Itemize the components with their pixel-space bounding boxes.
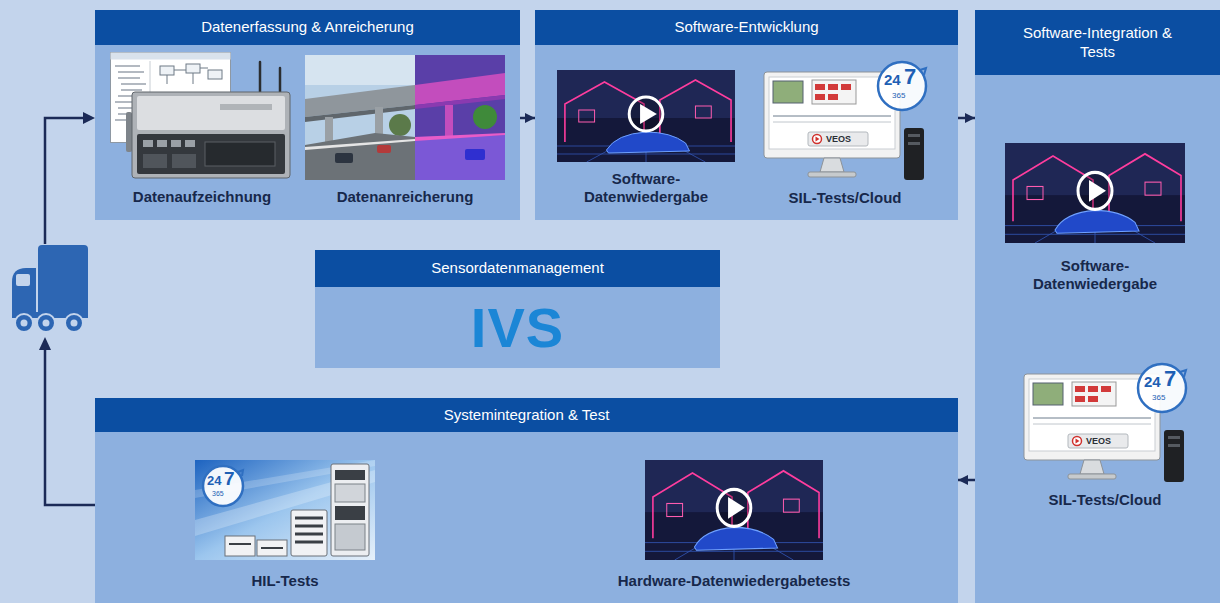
tile-caption: SIL-Tests/Cloud — [1015, 491, 1195, 509]
panel-header: Sensordatenmanagement — [315, 250, 720, 287]
data-enrichment-illustration — [305, 55, 505, 180]
image-tile: HIL-Tests 247365 — [190, 456, 380, 592]
image-tile: Datenanreicherung — [300, 52, 510, 208]
product-label: VEOS — [1086, 437, 1111, 446]
panel-box: Systemintegration & Test HIL-Tests 247365… — [95, 398, 958, 603]
logo-text: IVS — [315, 287, 720, 368]
badge-text: 24 — [884, 72, 901, 87]
tile-caption: Software- Datenwiedergabe — [566, 170, 726, 206]
start-arrowhead — [83, 112, 95, 124]
label-anchor: 365 — [1152, 394, 1165, 402]
panel-box: Datenerfassung & Anreicherung Datenaufze… — [95, 10, 520, 220]
tile-caption: Datenaufzeichnung — [107, 188, 297, 206]
label-anchor: VEOS — [826, 135, 851, 144]
return-line — [45, 348, 95, 505]
tile-caption: Datenanreicherung — [300, 188, 510, 206]
panel-box: Software-Integration & Tests Software- D… — [975, 10, 1220, 603]
start-line — [45, 118, 85, 244]
flow-arrow — [958, 479, 975, 482]
badge-text: 24 — [1144, 374, 1161, 389]
label-anchor: VEOS — [1086, 437, 1111, 446]
image-tile: SIL-Tests/Cloud 247 365VEOS — [1015, 358, 1195, 511]
label-anchor: 365 — [212, 490, 224, 497]
image-tile: SIL-Tests/Cloud 247 365VEOS — [755, 56, 935, 209]
tile-caption: HIL-Tests — [190, 572, 380, 590]
label-anchor: 24 — [207, 474, 221, 487]
data-logger-illustration — [110, 52, 295, 180]
tile-caption: Hardware-Datenwiedergabetests — [600, 572, 868, 590]
truck-icon — [12, 245, 88, 332]
hil-rack-illustration — [195, 460, 375, 560]
badge-text: 7 — [904, 66, 916, 88]
badge-text: 24 — [207, 474, 221, 487]
image-tile: Software- Datenwiedergabe — [1000, 140, 1190, 295]
badge-text: 365 — [212, 490, 224, 497]
product-label: VEOS — [826, 135, 851, 144]
tile-caption: Software- Datenwiedergabe — [1015, 257, 1175, 293]
flow-arrow — [958, 117, 975, 120]
label-anchor: 24 — [1144, 374, 1161, 389]
return-arrowhead — [39, 337, 51, 350]
image-tile: Software- Datenwiedergabe — [552, 66, 740, 208]
badge-text: 365 — [1152, 394, 1165, 402]
label-anchor: 7 — [1164, 368, 1176, 390]
panel-header: Systemintegration & Test — [95, 398, 958, 432]
flow-arrow — [520, 117, 535, 120]
panel-box: Software-Entwicklung Software- Datenwied… — [535, 10, 958, 220]
panel-header: Datenerfassung & Anreicherung — [95, 10, 520, 45]
video-replay-illustration — [645, 460, 823, 560]
label-anchor: 7 — [224, 469, 235, 488]
panel-box: SensordatenmanagementIVS — [315, 250, 720, 368]
image-tile: Hardware-Datenwiedergabetests — [600, 456, 868, 592]
badge-text: 365 — [892, 92, 905, 100]
panel-header: Software-Integration & Tests — [975, 10, 1220, 75]
badge-text: 7 — [224, 469, 235, 488]
panel-header: Software-Entwicklung — [535, 10, 958, 45]
image-tile: Datenaufzeichnung — [107, 50, 297, 208]
video-replay-illustration — [557, 70, 735, 162]
tile-caption: SIL-Tests/Cloud — [755, 189, 935, 207]
label-anchor: 24 — [884, 72, 901, 87]
video-replay-illustration — [1005, 143, 1185, 243]
label-anchor: 365 — [892, 92, 905, 100]
label-anchor: 7 — [904, 66, 916, 88]
badge-text: 7 — [1164, 368, 1176, 390]
